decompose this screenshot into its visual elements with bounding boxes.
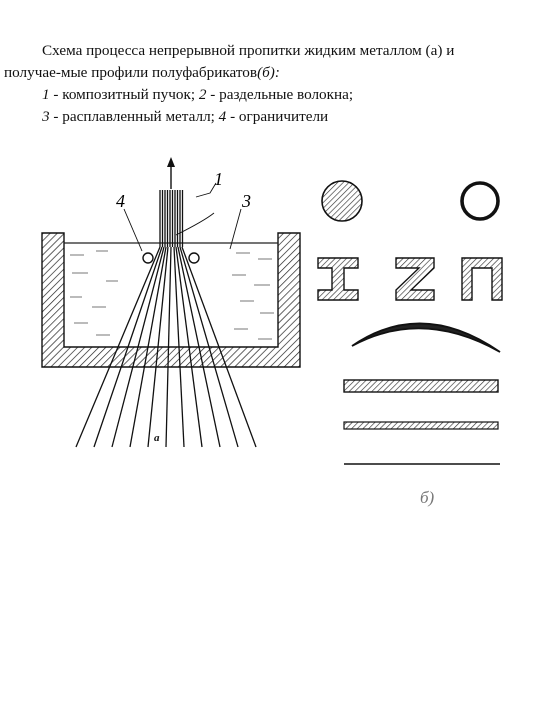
figure-b-label: б) [420, 488, 435, 507]
z-profile [395, 257, 435, 301]
caption-legend-1: 1 - композитный пучок; 2 - раздельные во… [42, 86, 354, 103]
limiter-right [188, 252, 200, 264]
caption-legend-2: 3 - расплавленный металл; 4 - ограничите… [42, 108, 329, 125]
pull-direction-arrow-icon [167, 157, 175, 189]
bath-walls [41, 232, 301, 368]
callout-leaders [123, 182, 242, 252]
i-beam [317, 257, 359, 301]
medium-strip [343, 421, 499, 430]
thick-strip [343, 379, 499, 393]
limiter-left [142, 252, 154, 264]
solid-round-bar [321, 180, 363, 222]
caption-subtitle: получае-мые профили полуфабрикатов(б): [4, 64, 280, 81]
separate-fibers [75, 246, 257, 448]
figure-caption: Схема процесса непрерывной пропитки жидк… [4, 40, 538, 128]
semifinished-profiles-diagram [317, 180, 503, 465]
callout-1: 1 [214, 169, 223, 189]
callout-3: 3 [241, 191, 251, 211]
channel-profile [461, 257, 503, 301]
caption-title: Схема процесса непрерывной пропитки жидк… [42, 42, 455, 59]
tube [460, 181, 500, 221]
figure-a-label: а [154, 432, 160, 444]
impregnation-scheme-diagram: 1 4 3 [41, 157, 301, 448]
composite-bundle [159, 190, 184, 247]
curved-sheet [351, 322, 501, 353]
molten-metal [64, 242, 278, 340]
callout-4: 4 [116, 191, 125, 211]
